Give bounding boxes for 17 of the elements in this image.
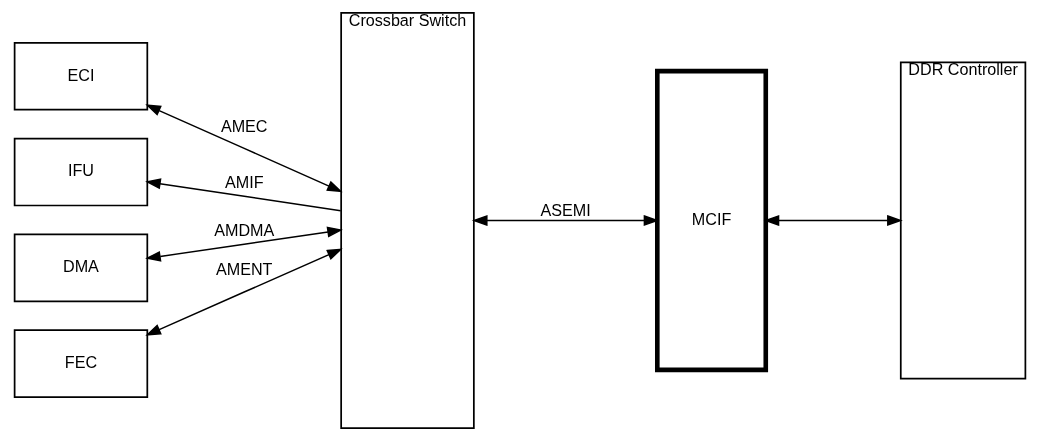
arrow: [145, 104, 343, 193]
edge-label: AMDMA: [214, 220, 275, 239]
arrow: [145, 248, 343, 336]
edge-label: AMENT: [215, 259, 273, 278]
arrow: [145, 226, 343, 262]
node-box: MCIF: [655, 68, 769, 373]
arrow: [145, 178, 342, 212]
node-box: Crossbar Switch: [340, 11, 475, 430]
arrow: [763, 215, 903, 226]
edge-label: ASEMI: [540, 201, 591, 220]
node-box: IFU: [13, 137, 149, 207]
node-box: ECI: [13, 41, 149, 111]
node-box: DMA: [13, 233, 149, 303]
edge-label: AMIF: [224, 173, 264, 192]
node-box: DDR Controller: [899, 61, 1027, 380]
node-box: FEC: [13, 329, 149, 398]
edge-label: AMEC: [220, 116, 268, 135]
